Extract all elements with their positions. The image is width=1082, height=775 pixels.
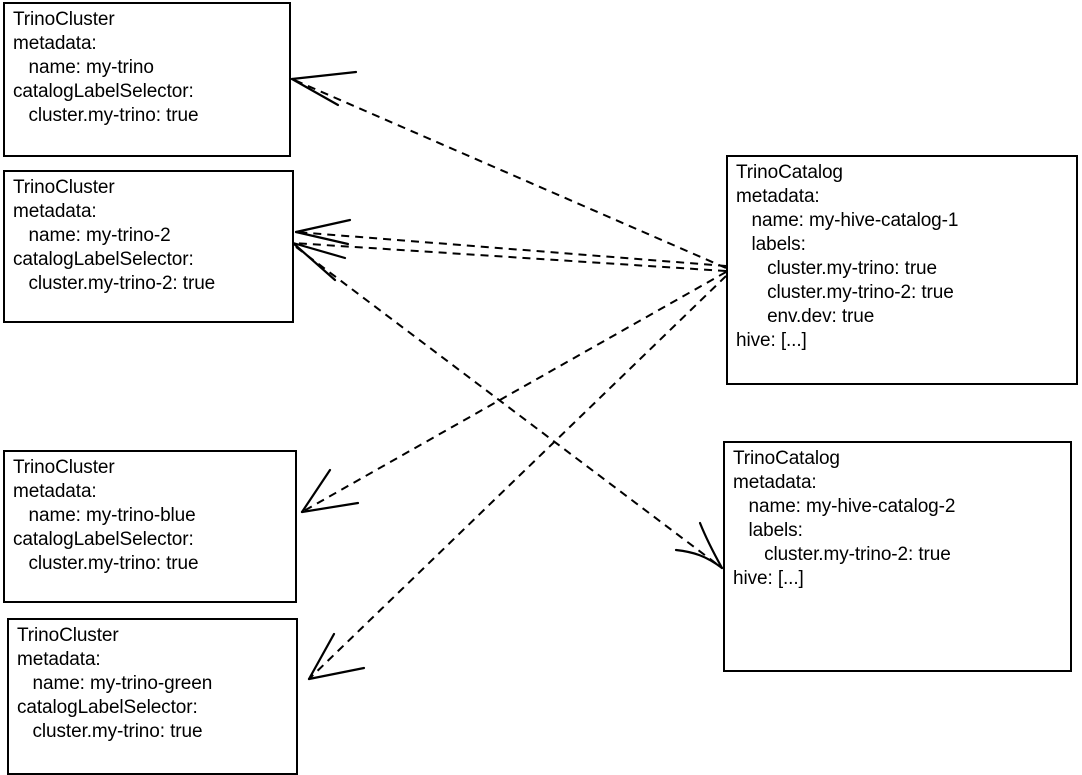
edge-catalog1-to-cluster-my-trino-2	[294, 218, 727, 267]
node-line: name: my-hive-catalog-1	[736, 210, 959, 231]
node-line: cluster.my-trino-2: true	[736, 282, 954, 303]
node-line: cluster.my-trino: true	[13, 105, 199, 126]
node-line: metadata:	[13, 33, 97, 54]
node-trinocatalog-my-hive-catalog-1[interactable]: TrinoCatalog metadata: name: my-hive-cat…	[726, 155, 1078, 385]
node-trinocluster-my-trino-2[interactable]: TrinoCluster metadata: name: my-trino-2 …	[3, 170, 294, 323]
node-line: name: my-trino-2	[13, 225, 171, 246]
node-line: metadata:	[13, 201, 97, 222]
node-line: name: my-hive-catalog-2	[733, 496, 956, 517]
node-line: metadata:	[736, 186, 820, 207]
node-line: catalogLabelSelector:	[13, 81, 194, 102]
node-line: metadata:	[17, 649, 101, 670]
edge-catalog1-to-cluster-my-trino-blue	[300, 271, 727, 514]
edge-catalog1-to-cluster-my-trino-2-second	[291, 241, 727, 282]
node-line: catalogLabelSelector:	[13, 249, 194, 270]
edge-catalog1-to-cluster-my-trino-green	[307, 275, 727, 681]
node-line: cluster.my-trino: true	[17, 721, 203, 742]
node-line: TrinoCluster	[13, 177, 115, 198]
node-line: catalogLabelSelector:	[13, 529, 194, 550]
node-line: name: my-trino-blue	[13, 505, 196, 526]
node-line: hive: [...]	[736, 330, 807, 351]
node-line: metadata:	[733, 472, 817, 493]
node-line: TrinoCluster	[13, 9, 115, 30]
node-trinocluster-my-trino-green[interactable]: TrinoCluster metadata: name: my-trino-gr…	[7, 618, 298, 775]
node-trinocluster-my-trino[interactable]: TrinoCluster metadata: name: my-trino ca…	[3, 2, 291, 157]
node-line: cluster.my-trino: true	[13, 553, 199, 574]
node-line: catalogLabelSelector:	[17, 697, 198, 718]
node-line: cluster.my-trino-2: true	[13, 273, 216, 294]
node-line: TrinoCatalog	[733, 448, 840, 469]
node-line: labels:	[736, 234, 806, 255]
node-trinocatalog-my-hive-catalog-2[interactable]: TrinoCatalog metadata: name: my-hive-cat…	[723, 441, 1072, 672]
node-line: TrinoCluster	[13, 457, 115, 478]
node-line: name: my-trino	[13, 57, 154, 78]
node-line: env.dev: true	[736, 306, 875, 327]
node-trinocluster-my-trino-blue[interactable]: TrinoCluster metadata: name: my-trino-bl…	[3, 450, 297, 603]
edge-cluster-my-trino-2-to-catalog2	[295, 246, 724, 570]
edge-catalog1-to-cluster-my-trino	[290, 70, 727, 269]
node-line: hive: [...]	[733, 568, 804, 589]
node-line: TrinoCluster	[17, 625, 119, 646]
node-line: cluster.my-trino-2: true	[733, 544, 951, 565]
node-line: cluster.my-trino: true	[736, 258, 937, 279]
node-line: labels:	[733, 520, 803, 541]
node-line: name: my-trino-green	[17, 673, 213, 694]
node-line: metadata:	[13, 481, 97, 502]
node-line: TrinoCatalog	[736, 162, 843, 183]
